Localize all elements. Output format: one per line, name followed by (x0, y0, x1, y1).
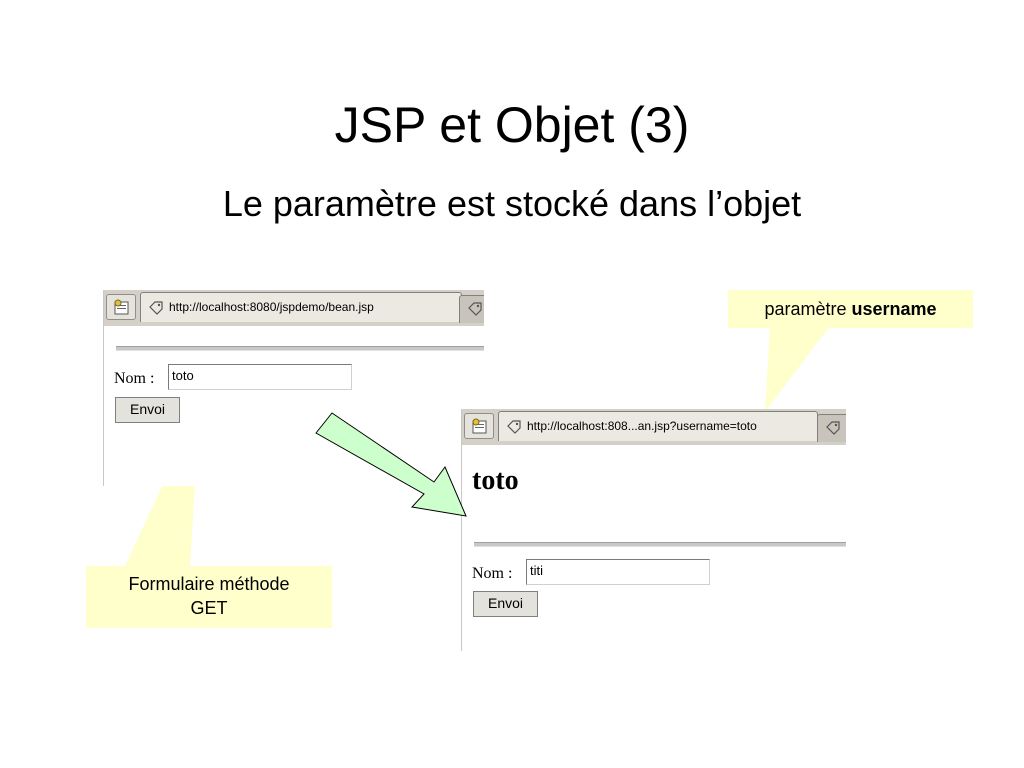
tab-bar: http://localhost:808...an.jsp?username=t… (462, 409, 846, 445)
horizontal-rule (116, 346, 484, 351)
arrow-right-icon (315, 412, 467, 517)
tab-url: http://localhost:808...an.jsp?username=t… (527, 419, 757, 433)
home-button[interactable] (106, 294, 136, 320)
username-heading: toto (472, 465, 519, 496)
tab-bar: http://localhost:8080/jspdemo/bean.jsp (104, 290, 484, 326)
nom-label: Nom : (472, 565, 513, 582)
browser-window-result: http://localhost:808...an.jsp?username=t… (461, 409, 846, 651)
tab-inactive[interactable] (459, 295, 484, 323)
home-icon (114, 299, 129, 315)
callout-form-line1: Formulaire méthode (128, 574, 290, 594)
tag-icon (826, 421, 840, 435)
callout-param: paramètre username (728, 290, 973, 328)
envoi-button[interactable]: Envoi (115, 397, 180, 423)
nom-input[interactable]: toto (168, 364, 352, 390)
tag-icon (507, 420, 521, 434)
home-icon (472, 418, 487, 434)
tab-inactive[interactable] (817, 414, 846, 442)
callout-form-line2: GET (190, 598, 228, 618)
home-button[interactable] (464, 413, 494, 439)
browser-window-form: http://localhost:8080/jspdemo/bean.jsp N… (103, 290, 484, 486)
tag-icon (468, 302, 482, 316)
nom-label: Nom : (114, 370, 155, 387)
horizontal-rule (474, 542, 846, 547)
envoi-button[interactable]: Envoi (473, 591, 538, 617)
tab-url: http://localhost:8080/jspdemo/bean.jsp (169, 300, 374, 314)
nom-input[interactable]: titi (526, 559, 710, 585)
slide-title: JSP et Objet (3) (334, 97, 690, 153)
callout-param-bold: username (851, 299, 937, 319)
callout-form: Formulaire méthode GET (86, 566, 332, 628)
callout-param-prefix: paramètre (764, 299, 852, 319)
slide-subtitle: Le paramètre est stocké dans l’objet (222, 183, 802, 224)
tab-active[interactable]: http://localhost:8080/jspdemo/bean.jsp (140, 292, 462, 322)
tab-active[interactable]: http://localhost:808...an.jsp?username=t… (498, 411, 818, 441)
callout-param-pointer (765, 326, 830, 412)
tag-icon (149, 301, 163, 315)
